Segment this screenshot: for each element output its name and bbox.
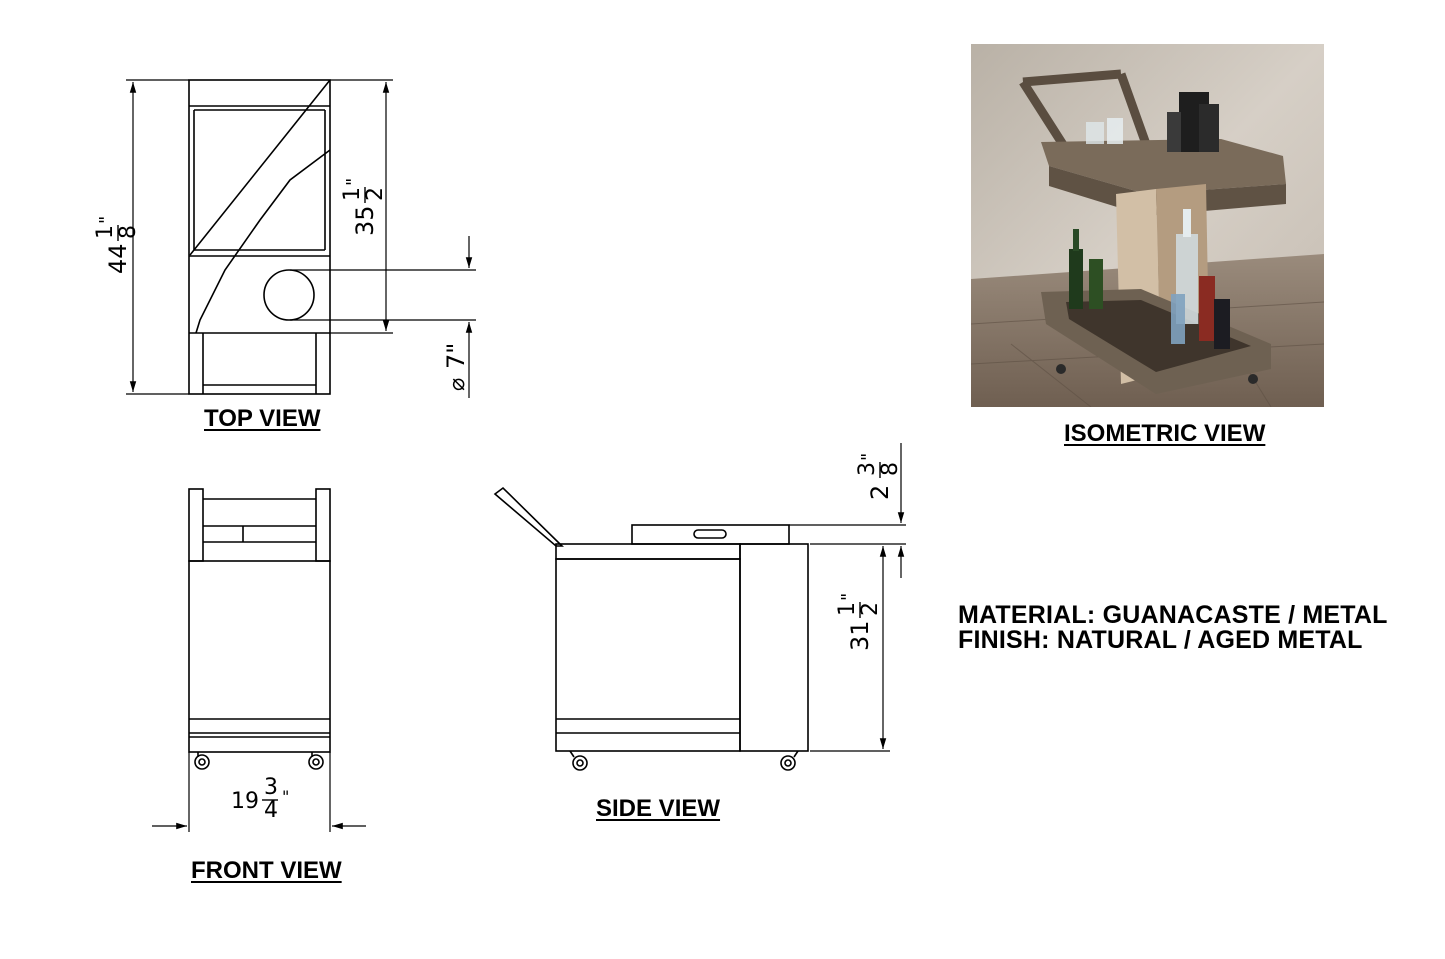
isometric-photo [971,44,1324,407]
svg-text:": " [282,787,289,806]
dimension-side-height [810,546,890,752]
dimension-diameter [290,236,476,398]
top-view-title: TOP VIEW [204,405,321,432]
svg-text:4: 4 [264,798,278,823]
svg-text:": " [343,178,364,186]
material-spec: MATERIAL: GUANACASTE / METAL [958,601,1388,629]
svg-text:3: 3 [264,775,278,800]
svg-text:8: 8 [116,225,141,239]
svg-text:2: 2 [363,187,388,201]
dimension-label-diameter: ⌀ 7" [442,343,470,391]
side-view-title: SIDE VIEW [596,795,721,822]
svg-text:1: 1 [340,187,365,201]
svg-text:⌀: ⌀ [445,378,470,391]
svg-text:": " [96,216,117,224]
dimension-front-width [152,752,366,832]
svg-text:19: 19 [231,789,259,814]
svg-text:": " [838,593,859,601]
isometric-view-title: ISOMETRIC VIEW [1064,420,1266,447]
top-view-drawing [188,79,331,395]
dimension-label-inner: 35 1 2 " [340,178,388,236]
dimension-inner-length [330,79,393,334]
svg-text:": " [858,453,879,461]
svg-text:8: 8 [878,462,903,476]
dimension-label-side-height: 31 1 2 " [835,593,883,651]
dimension-label-overall: 44 1 8 " [93,216,141,274]
front-view-title: FRONT VIEW [191,857,342,884]
svg-text:35: 35 [351,205,379,236]
svg-text:3: 3 [855,462,880,476]
dimension-label-side-tray: 2 3 8 " [855,453,903,500]
finish-spec: FINISH: NATURAL / AGED METAL [958,626,1363,654]
svg-text:7": 7" [442,343,470,369]
dimension-side-tray [789,443,906,578]
svg-text:2: 2 [858,602,883,616]
svg-text:44: 44 [104,243,132,274]
svg-text:1: 1 [835,602,860,616]
dimension-label-front-width: 19 3 4 " [231,775,289,823]
side-view-drawing [493,486,809,771]
dimension-overall-length [126,79,189,395]
svg-text:31: 31 [846,620,874,651]
front-view-drawing [188,488,331,770]
svg-text:2: 2 [866,485,894,500]
svg-text:1: 1 [93,225,118,239]
